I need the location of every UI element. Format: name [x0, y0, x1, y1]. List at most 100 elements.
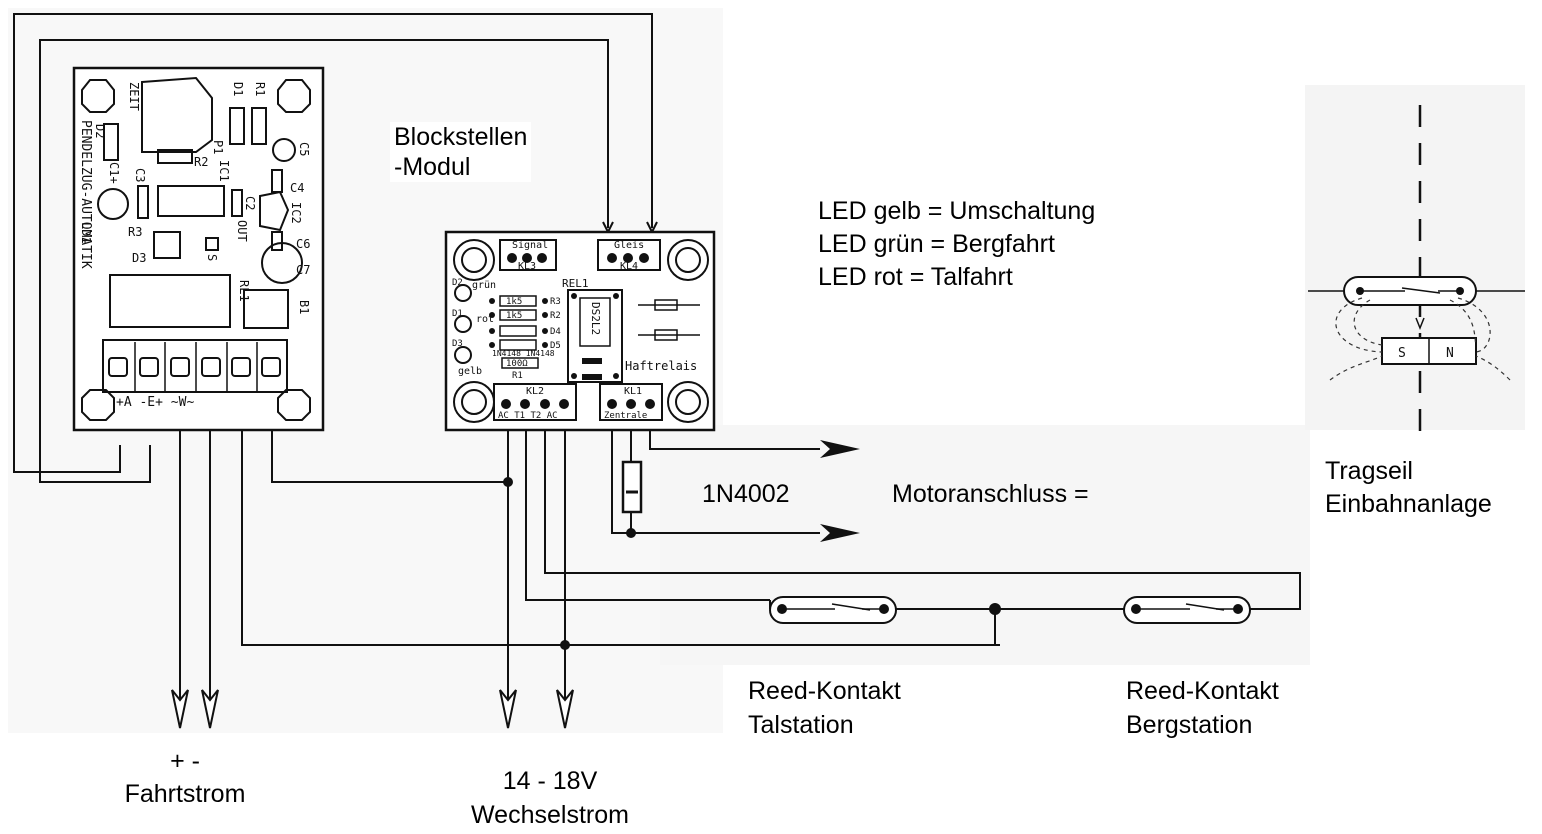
arrow-fahrtstrom-minus — [201, 689, 219, 729]
d1-label: D1 — [231, 82, 245, 96]
fahrtstrom-label: + - Fahrtstrom — [110, 745, 260, 811]
kl2-label: KL2 — [526, 386, 544, 397]
junction-dot-3 — [626, 528, 636, 538]
c3-label: C3 — [133, 168, 147, 182]
kl4-label: KL4 — [620, 261, 638, 272]
junction-dot-2 — [560, 640, 570, 650]
reed-berg-line2: Bergstation — [1126, 711, 1253, 739]
block-board — [444, 230, 716, 432]
c6-label: C6 — [296, 237, 310, 251]
junction-dot-4 — [989, 603, 1001, 615]
reed-contact-bergstation — [1123, 596, 1251, 624]
haftrelais-label: Haftrelais — [625, 359, 697, 373]
kl2-t1-wire — [525, 430, 770, 601]
led-gelb-label: LED gelb = Umschaltung — [818, 197, 1096, 225]
c5-label: C5 — [297, 142, 311, 156]
led-gruen-pcb-label: grün — [472, 280, 496, 291]
arrow-ac-1 — [499, 689, 517, 729]
arrow-fahrtstrom-plus — [171, 689, 189, 729]
arrow-ac-2 — [556, 689, 574, 729]
b1-label: B1 — [297, 300, 311, 314]
ic2-label: IC2 — [289, 202, 303, 224]
wechselstrom-label: 14 - 18V Wechselstrom — [455, 764, 645, 832]
pendelzug-board — [72, 66, 325, 432]
motor-arrow-bottom — [820, 524, 860, 542]
tragseil-detail: S N — [1308, 105, 1525, 440]
rl1-label: RL1 — [237, 280, 251, 302]
c4-label: C4 — [290, 181, 304, 195]
pendelzug-title: PENDELZUG-AUTOMATIK — [78, 120, 93, 269]
led-rot-pcb-label: rot — [476, 314, 494, 325]
outer-loop-wire — [13, 13, 653, 473]
r-1k5-label: 1k5 — [506, 297, 522, 307]
out-label: OUT — [235, 220, 249, 242]
wechselstrom-line2: Wechselstrom — [471, 801, 629, 829]
junction-dot — [503, 477, 513, 487]
zentrale-label: Zentrale — [604, 411, 647, 421]
kl4-gleis-label: Gleis — [614, 240, 644, 251]
led-legend: LED gelb = Umschaltung LED grün = Bergfa… — [818, 195, 1095, 294]
zentrale-wire-1 — [649, 430, 820, 450]
diode-label: 1N4002 — [702, 480, 790, 508]
d3-pcb-label: D3 — [452, 339, 463, 349]
s-label: S — [205, 254, 219, 261]
zentrale-wire-2 — [611, 430, 820, 534]
c1-label: C1+ — [107, 162, 121, 184]
d1-pcb-label: D1 — [452, 309, 463, 319]
motoranschluss-label: Motoranschluss = — [892, 480, 1089, 508]
p1-label: P1 — [211, 140, 225, 154]
ic1-label: IC1 — [217, 160, 231, 182]
rel1-label: REL1 — [562, 277, 589, 290]
kl2-pins-label: AC T1 T2 AC — [498, 411, 558, 421]
svg-text:S: S — [1398, 346, 1406, 361]
d3-label: D3 — [132, 251, 146, 265]
zeit-label: ZEIT — [127, 82, 141, 111]
w2-wire — [271, 430, 508, 483]
diode-1n4002 — [621, 460, 643, 514]
ld1-label: LD1 — [79, 222, 93, 244]
ds2l2-label: DS2L2 — [589, 302, 602, 335]
motor-arrow-top — [820, 440, 860, 458]
diode-pair-label: 1N4148 1N4148 — [492, 349, 555, 358]
d2-label: D2 — [93, 124, 107, 138]
tragseil-label: Tragseil Einbahnanlage — [1325, 455, 1492, 521]
fahrtstrom-line1: + - — [170, 747, 200, 775]
r3-label: R3 — [128, 225, 142, 239]
tragseil-line2: Einbahnanlage — [1325, 490, 1492, 518]
inner-loop-wire — [39, 39, 609, 483]
r-100-label: 100Ω — [506, 359, 528, 369]
r-1k5-label-2: 1k5 — [506, 311, 522, 321]
led-gruen-label: LED grün = Bergfahrt — [818, 230, 1055, 258]
d2-pcb-label: D2 — [452, 278, 463, 288]
wechselstrom-line1: 14 - 18V — [502, 767, 598, 795]
fahrtstrom-line2: Fahrtstrom — [124, 780, 246, 808]
blockstellen-modul-label: Blockstellen -Modul — [390, 122, 532, 182]
led-gelb-pcb-label: gelb — [458, 366, 482, 377]
w1-wire — [241, 430, 1000, 646]
reed-tal-label: Reed-Kontakt Talstation — [748, 674, 901, 742]
r3-pcb-label: R3 — [550, 297, 561, 307]
reed-tal-line2: Talstation — [748, 711, 854, 739]
led-rot-label: LED rot = Talfahrt — [818, 263, 1013, 291]
tragseil-panel — [1305, 85, 1525, 430]
kl3-signal-label: Signal — [512, 240, 548, 251]
kl2-t2-wire — [544, 430, 1301, 610]
c7-label: C7 — [296, 263, 310, 277]
r1-pcb-label: R1 — [512, 371, 523, 381]
kl1-label: KL1 — [624, 386, 642, 397]
reed-berg-line1: Reed-Kontakt — [1126, 677, 1279, 705]
tragseil-line1: Tragseil — [1325, 457, 1413, 485]
blockstellen-line1: Blockstellen — [394, 123, 528, 151]
d5-pcb-label: D5 — [550, 341, 561, 351]
blockstellen-line2: -Modul — [394, 153, 471, 181]
c2-label: C2 — [243, 196, 257, 210]
reed-tal-line1: Reed-Kontakt — [748, 677, 901, 705]
d4-pcb-label: D4 — [550, 327, 561, 337]
r1-label: R1 — [253, 82, 267, 96]
kl3-label: KL3 — [518, 261, 536, 272]
terminal-labels: +A -E+ ~W~ — [116, 395, 194, 410]
reed-contact-talstation — [769, 596, 897, 624]
r2-pcb-label: R2 — [550, 311, 561, 321]
reed-berg-label: Reed-Kontakt Bergstation — [1126, 674, 1279, 742]
